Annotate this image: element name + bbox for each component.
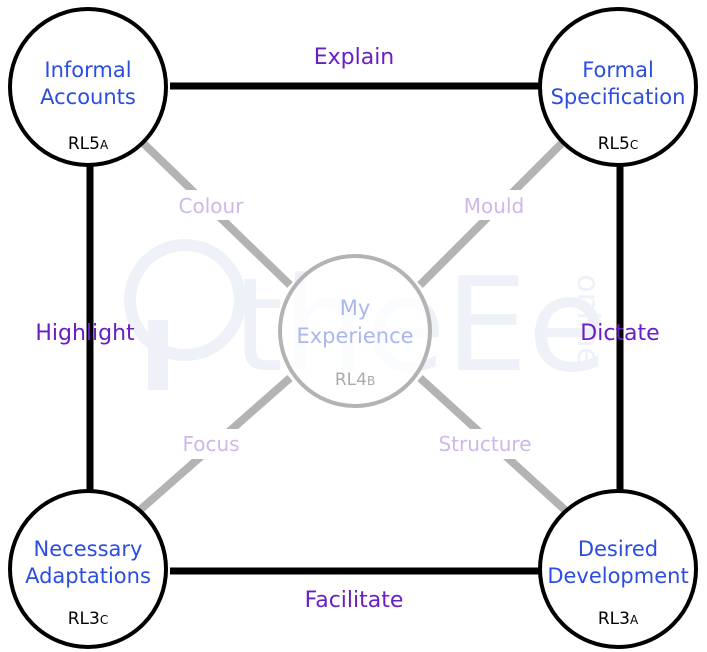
diagonal-label-bottom-left: Focus <box>182 432 239 456</box>
watermark-side-text: online <box>570 274 605 366</box>
node-top-left-code: RL5A <box>68 134 109 154</box>
node-top-left-line1: Informal <box>44 58 131 82</box>
node-center-line1: My <box>340 296 371 320</box>
node-top-right-line2: Specification <box>551 85 686 109</box>
node-center-circle <box>278 254 432 408</box>
edge-label-right: Dictate <box>580 321 659 346</box>
node-bottom-right-code: RL3A <box>598 609 639 629</box>
node-center-code-main: RL4 <box>335 370 367 390</box>
node-center-line2: Experience <box>296 324 413 348</box>
node-top-left-line2: Accounts <box>40 85 136 109</box>
diagonal-label-bg <box>172 429 252 459</box>
node-top-right-code-main: RL5 <box>598 134 630 154</box>
watermark-neck-shape <box>148 320 168 390</box>
node-top-right-code: RL5C <box>598 134 639 154</box>
node-bottom-right-code-sub: A <box>630 613 639 627</box>
diagonal-label-bg <box>428 429 544 459</box>
node-center: My Experience RL4B <box>278 254 432 408</box>
node-top-right-code-sub: C <box>630 138 638 152</box>
diagonal-label-top-right: Mould <box>464 194 524 218</box>
node-top-left-code-sub: A <box>100 138 109 152</box>
edge-label-bottom: Facilitate <box>305 588 404 613</box>
node-bottom-right-line2: Development <box>547 564 688 588</box>
head-profile-icon <box>124 239 246 390</box>
node-center-code-sub: B <box>367 374 375 388</box>
node-top-left-circle <box>8 7 168 167</box>
node-bottom-left-code-sub: C <box>100 613 108 627</box>
node-bottom-left-line1: Necessary <box>34 537 143 561</box>
edge-label-top: Explain <box>314 45 395 70</box>
node-top-right: Formal Specification RL5C <box>538 7 698 167</box>
diagonal-label-bg <box>165 190 255 220</box>
diagonal-label-bg <box>450 190 540 220</box>
node-bottom-left-line2: Adaptations <box>25 564 151 588</box>
edge-label-left: Highlight <box>35 321 135 346</box>
node-bottom-left-code-main: RL3 <box>68 609 100 629</box>
watermark-head-shape <box>124 239 246 361</box>
node-center-code: RL4B <box>335 370 375 390</box>
node-bottom-right-circle <box>538 489 698 649</box>
node-bottom-left: Necessary Adaptations RL3C <box>8 489 168 649</box>
diagonal-label-bottom-right: Structure <box>438 432 531 456</box>
node-bottom-right-line1: Desired <box>578 537 658 561</box>
diagonal-label-top-left: Colour <box>179 194 245 218</box>
node-bottom-left-circle <box>8 489 168 649</box>
node-bottom-right-code-main: RL3 <box>598 609 630 629</box>
node-bottom-right: Desired Development RL3A <box>538 489 698 649</box>
node-bottom-left-code: RL3C <box>68 609 109 629</box>
node-top-left-code-main: RL5 <box>68 134 100 154</box>
node-top-right-circle <box>538 7 698 167</box>
node-top-left: Informal Accounts RL5A <box>8 7 168 167</box>
node-top-right-line1: Formal <box>582 58 654 82</box>
